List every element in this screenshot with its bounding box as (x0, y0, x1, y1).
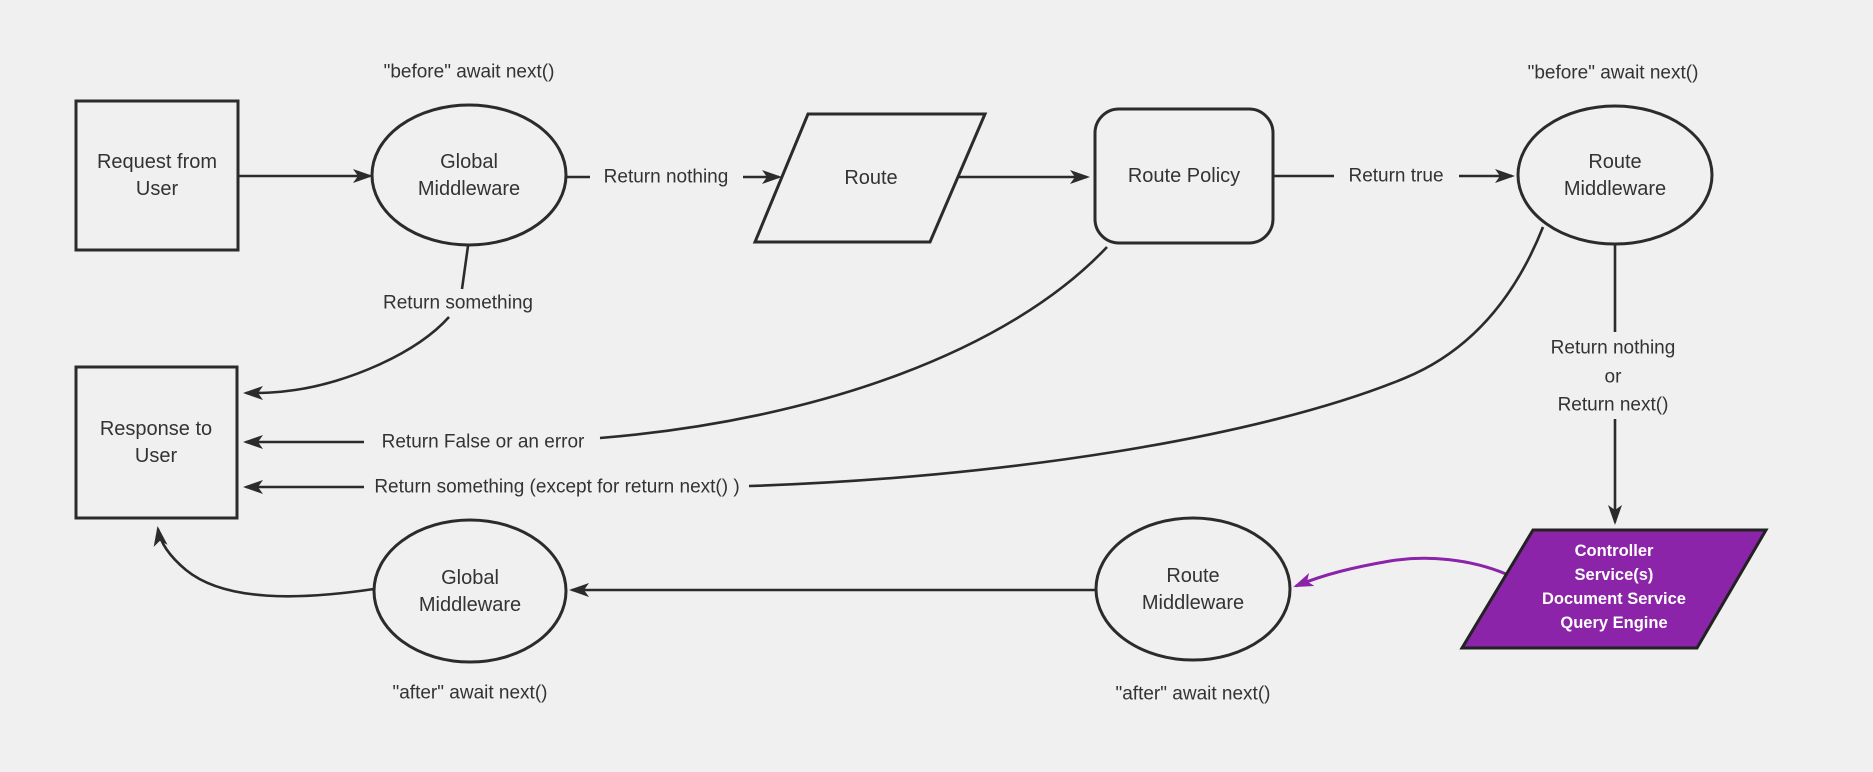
node-response-to-user: Response to User (74, 365, 239, 520)
route-middleware-top-ellipse (1516, 104, 1714, 246)
route-parallelogram (752, 112, 988, 244)
node-global-middleware-bottom: Global Middleware (372, 518, 568, 664)
response-to-user-label-line2: User (135, 445, 178, 467)
controller-services-parallelogram (1459, 528, 1769, 650)
node-request-from-user: Request from User (74, 99, 240, 252)
node-route: Route (752, 112, 988, 244)
edge-label-return-false-or-error: Return False or an error (382, 432, 585, 453)
route-middleware-top-label-line1: Route (1588, 151, 1641, 173)
node-global-middleware-top: Global Middleware (370, 103, 568, 247)
route-middleware-bottom-label-line2: Middleware (1142, 592, 1244, 614)
node-route-policy: Route Policy (1093, 107, 1275, 245)
annotations: "before" await next() "before" await nex… (384, 62, 1699, 705)
annotation-after-await-next-left: "after" await next() (393, 683, 548, 704)
controller-services-label-line1: Controller (1575, 542, 1654, 560)
edge-label-return-nothing: Return nothing (604, 167, 729, 188)
node-route-middleware-bottom: Route Middleware (1094, 516, 1292, 662)
edges (153, 169, 1622, 598)
edge-label-return-nothing-or-next: Return nothing or Return next() (1551, 338, 1676, 416)
edge-label-return-something: Return something (383, 293, 533, 314)
edge-label-return-true: Return true (1348, 166, 1443, 187)
annotation-before-await-next-left: "before" await next() (384, 62, 555, 83)
node-route-middleware-top: Route Middleware (1516, 104, 1714, 246)
route-policy-label: Route Policy (1128, 165, 1240, 187)
response-to-user-label-line1: Response to (100, 418, 212, 440)
request-from-user-label-line1: Request from (97, 151, 217, 173)
global-middleware-bottom-label-line1: Global (441, 567, 499, 589)
edge-controller-to-route-middleware-purple (1293, 556, 1507, 588)
controller-services-label-line3: Document Service (1542, 590, 1686, 608)
route-middleware-bottom-ellipse (1094, 516, 1292, 662)
svg-text:or: or (1605, 367, 1623, 388)
edge-labels: Return nothing Return true Return someth… (374, 166, 1675, 498)
annotation-after-await-next-right: "after" await next() (1116, 684, 1271, 705)
controller-services-label-line4: Query Engine (1560, 614, 1667, 632)
global-middleware-bottom-ellipse (372, 518, 568, 664)
edge-return-something-upper-segment (460, 245, 470, 290)
global-middleware-top-label-line1: Global (440, 151, 498, 173)
route-policy-box (1093, 107, 1275, 245)
controller-services-label-line2: Service(s) (1575, 566, 1654, 584)
edge-return-something-lower-segment (243, 316, 450, 400)
route-middleware-top-label-line2: Middleware (1564, 178, 1666, 200)
svg-text:Return next(): Return next() (1558, 395, 1669, 416)
global-middleware-top-ellipse (370, 103, 568, 247)
edge-return-something-except-curve-segment (748, 226, 1545, 488)
edge-label-return-something-except: Return something (except for return next… (374, 477, 739, 498)
node-controller-services: Controller Service(s) Document Service Q… (1459, 528, 1769, 650)
route-middleware-bottom-label-line1: Route (1166, 565, 1219, 587)
edge-return-false-curve-segment (599, 246, 1108, 440)
request-from-user-label-line2: User (136, 178, 179, 200)
annotation-before-await-next-right: "before" await next() (1528, 63, 1699, 84)
edge-global-middleware-to-response (153, 526, 375, 598)
svg-text:Return nothing: Return nothing (1551, 338, 1676, 359)
response-to-user-box (74, 365, 239, 520)
request-from-user-box (74, 99, 240, 252)
route-label: Route (844, 167, 897, 189)
global-middleware-top-label-line2: Middleware (418, 178, 520, 200)
global-middleware-bottom-label-line2: Middleware (419, 594, 521, 616)
